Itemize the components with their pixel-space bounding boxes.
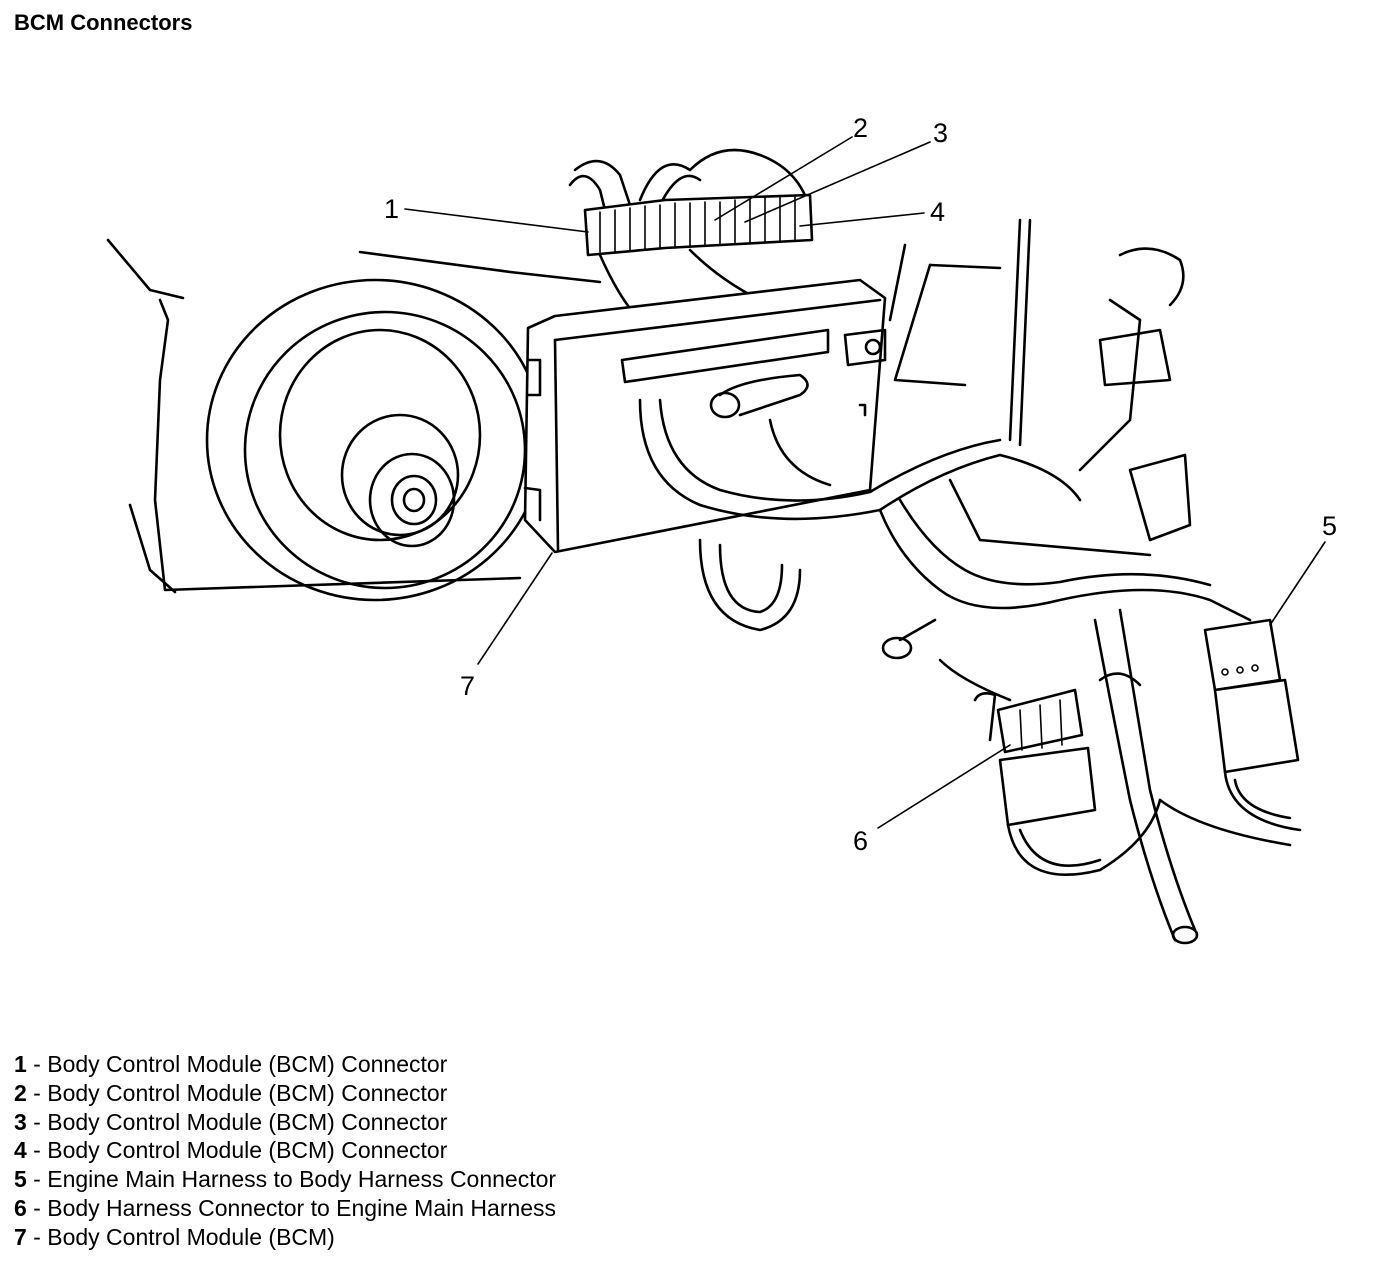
dash-panel bbox=[106, 238, 602, 594]
legend-item-1: 1 - Body Control Module (BCM) Connector bbox=[14, 1051, 448, 1077]
legend-item-2: 2 - Body Control Module (BCM) Connector bbox=[14, 1079, 448, 1106]
legend-item-3: 3 - Body Control Module (BCM) Connector bbox=[14, 1108, 448, 1135]
legend: 1 - Body Control Module (BCM) Connector … bbox=[14, 1050, 556, 1252]
diagram-title: BCM Connectors bbox=[14, 10, 193, 35]
bcm-connectors-1-4 bbox=[583, 193, 814, 257]
legend-item-6: 6 - Body Harness Connector to Engine Mai… bbox=[14, 1194, 557, 1221]
callout-7: 7 bbox=[460, 671, 475, 701]
legend-item-5: 5 - Engine Main Harness to Body Harness … bbox=[14, 1166, 557, 1193]
callout-1: 1 bbox=[384, 194, 399, 224]
bcm-module bbox=[523, 278, 887, 554]
leader-lines bbox=[404, 136, 1326, 829]
legend-item-7: 7 - Body Control Module (BCM) bbox=[14, 1223, 335, 1250]
callout-6: 6 bbox=[853, 826, 868, 856]
blower-motor bbox=[205, 278, 545, 602]
bcm-illustration: 1 2 3 4 5 6 7 bbox=[106, 113, 1337, 945]
right-structure bbox=[888, 218, 1192, 557]
callout-3: 3 bbox=[933, 118, 948, 148]
harness-connector-6 bbox=[973, 688, 1162, 876]
legend-item-4: 4 - Body Control Module (BCM) Connector bbox=[14, 1137, 448, 1164]
harness-connector-5 bbox=[1158, 618, 1302, 847]
callout-2: 2 bbox=[853, 113, 868, 143]
callout-4: 4 bbox=[930, 197, 945, 227]
main-harness bbox=[638, 398, 1252, 945]
callout-5: 5 bbox=[1322, 511, 1337, 541]
